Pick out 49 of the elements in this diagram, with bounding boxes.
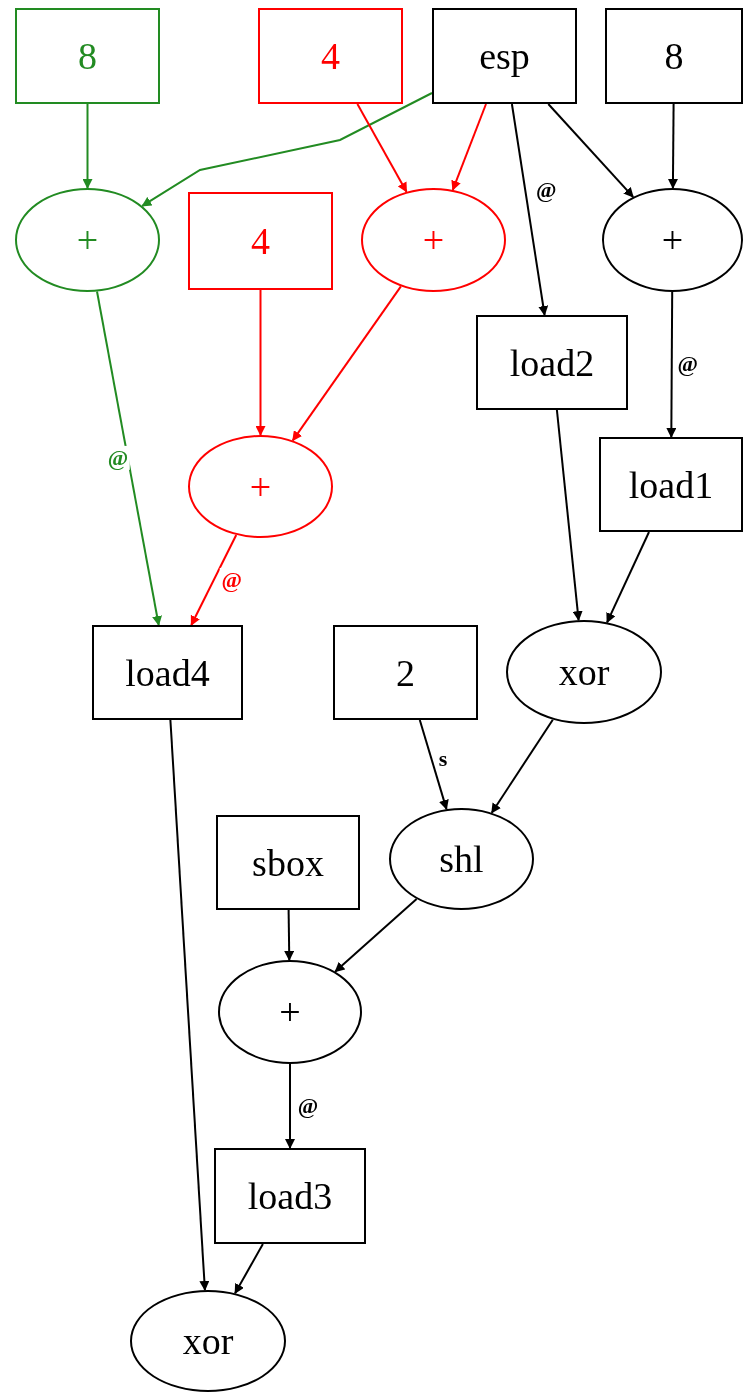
arrow	[169, 719, 210, 1291]
node-label: xor	[558, 650, 610, 694]
node-label: 2	[396, 650, 415, 695]
arrow	[255, 289, 266, 436]
node-label: 8	[664, 34, 684, 78]
arrow	[418, 719, 449, 811]
edge-label: @	[105, 446, 131, 471]
node-label: +	[422, 218, 445, 262]
value-box	[15, 8, 160, 104]
node-label: 4	[251, 219, 270, 263]
arrow	[141, 92, 433, 207]
node-label: xor	[182, 1319, 234, 1363]
value-box	[258, 8, 403, 104]
arrow	[490, 718, 554, 814]
arrow	[451, 103, 487, 191]
value-box	[432, 8, 577, 104]
node-label: load1	[628, 462, 714, 507]
node-label: load4	[125, 650, 210, 695]
arrow	[334, 898, 418, 973]
arrow	[82, 103, 93, 189]
edge-label: @	[219, 567, 244, 593]
value-box	[333, 625, 478, 720]
node-label: +	[76, 218, 99, 262]
node-label: +	[661, 218, 684, 262]
value-box	[92, 625, 243, 720]
arrow	[547, 103, 635, 198]
node-label: +	[249, 464, 272, 509]
node-label: shl	[439, 837, 484, 881]
arrow	[555, 409, 583, 622]
arrow	[668, 103, 678, 189]
arrow	[291, 285, 402, 442]
node-label: sbox	[252, 840, 324, 885]
arrow	[96, 290, 162, 626]
node-label: load3	[247, 1174, 333, 1218]
node-label: +	[279, 990, 301, 1034]
arrow	[285, 1063, 295, 1149]
node-label: 8	[78, 34, 97, 78]
node-label: 4	[321, 34, 340, 78]
value-box	[188, 192, 333, 290]
value-box	[476, 315, 628, 410]
value-box	[599, 437, 743, 532]
value-box	[605, 8, 743, 104]
value-box	[216, 815, 360, 910]
arrow	[284, 909, 295, 961]
arrow	[666, 291, 677, 438]
arrow	[510, 103, 549, 316]
value-box	[214, 1148, 366, 1244]
node-label: load2	[509, 340, 595, 385]
node-label: esp	[479, 34, 530, 78]
